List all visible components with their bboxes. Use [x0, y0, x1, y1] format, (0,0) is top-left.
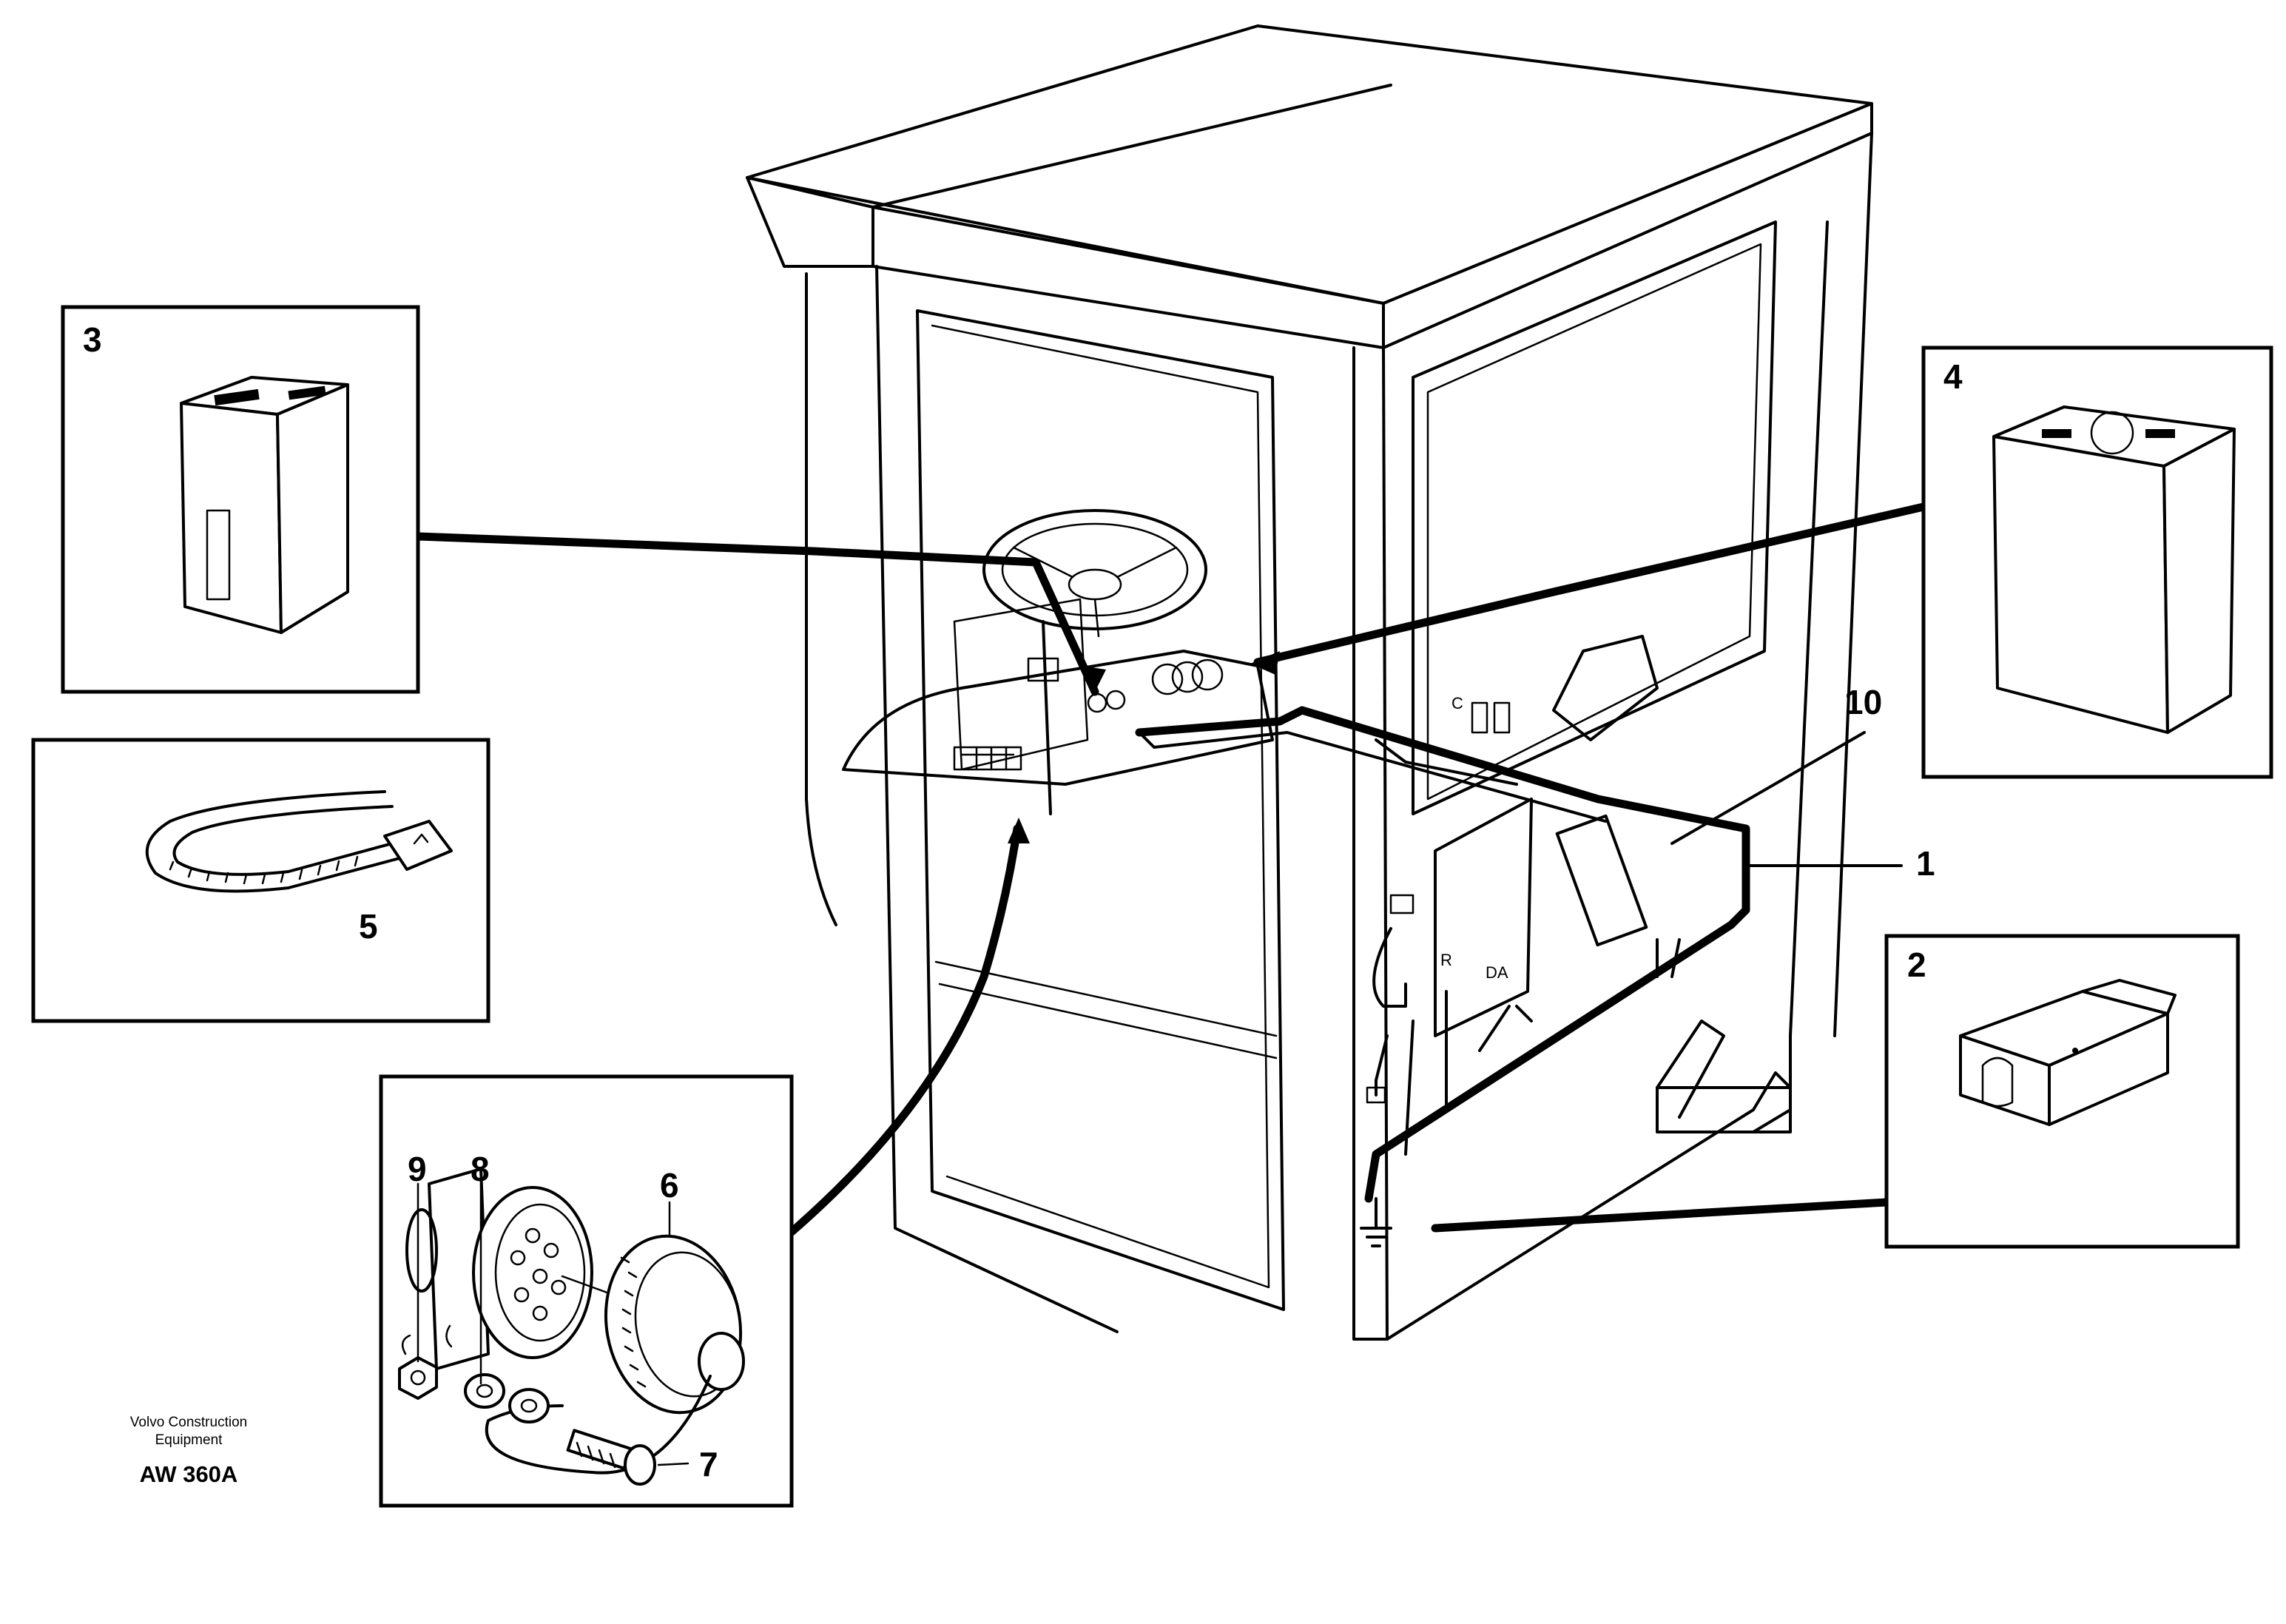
rear-console — [1552, 635, 1659, 741]
detail-box-5 — [31, 738, 490, 1023]
cab-side-window — [1412, 220, 1777, 815]
washer-8 — [464, 1373, 550, 1423]
figure-credit: Volvo Construction Equipment AW 360A — [130, 1415, 247, 1487]
callout-6: 6 — [660, 1166, 679, 1204]
connector-assembly — [398, 1168, 745, 1486]
callout-10: 10 — [1844, 683, 1882, 721]
detail-box-4 — [1921, 346, 2273, 779]
callout-1: 1 — [1916, 844, 1935, 883]
steering-wheel — [982, 509, 1207, 815]
detail-box-3 — [61, 305, 420, 694]
screw-7 — [566, 1429, 656, 1486]
panel-mark-da: DA — [1486, 963, 1508, 982]
nut-9 — [398, 1356, 438, 1400]
cab-floor-frame — [1386, 1071, 1792, 1341]
leader-4 — [1253, 502, 1928, 667]
electrical-panel — [1434, 798, 1533, 1037]
relay-4 — [1992, 405, 2236, 734]
dash-gauges — [1027, 657, 1224, 713]
ground-symbol — [1360, 1197, 1392, 1247]
detail-box-2 — [1884, 934, 2240, 1249]
mounting-plate — [428, 1168, 490, 1370]
leader-2 — [1431, 1198, 1891, 1233]
dashboard — [842, 650, 1274, 786]
callout-8: 8 — [471, 1150, 490, 1188]
relay-3 — [180, 376, 349, 634]
connector-clip — [1959, 979, 2177, 1126]
cab-rear-post — [1789, 220, 1829, 1089]
cab-illustration: C R DA — [746, 24, 1873, 1341]
callout-7: 7 — [699, 1445, 718, 1483]
leader-10 — [1670, 731, 1866, 845]
callout-4: 4 — [1943, 357, 1963, 396]
cab-front-right-post — [1382, 346, 1389, 1341]
callout-9: 9 — [408, 1150, 427, 1188]
socket — [472, 1186, 593, 1359]
credit-line-2: Equipment — [155, 1432, 223, 1448]
panel-mark-c: C — [1451, 694, 1463, 712]
figure-code: AW 360A — [140, 1461, 238, 1487]
callout-2: 2 — [1907, 946, 1926, 984]
cab-door — [916, 309, 1285, 1311]
credit-line-1: Volvo Construction — [130, 1415, 247, 1430]
callout-5: 5 — [359, 907, 378, 946]
cable-tie — [145, 790, 453, 893]
fuse-block — [1555, 814, 1648, 947]
cab-front-left-post — [805, 272, 837, 926]
detail-box-connector — [379, 1074, 794, 1508]
leader-3 — [414, 532, 1099, 696]
leader-6-connector — [787, 824, 1022, 1236]
leader-lines — [414, 502, 1928, 1236]
main-harness — [1135, 706, 1750, 1203]
panel-mark-r: R — [1440, 951, 1452, 969]
callout-3: 3 — [83, 320, 102, 359]
socket-pins — [510, 1227, 567, 1321]
